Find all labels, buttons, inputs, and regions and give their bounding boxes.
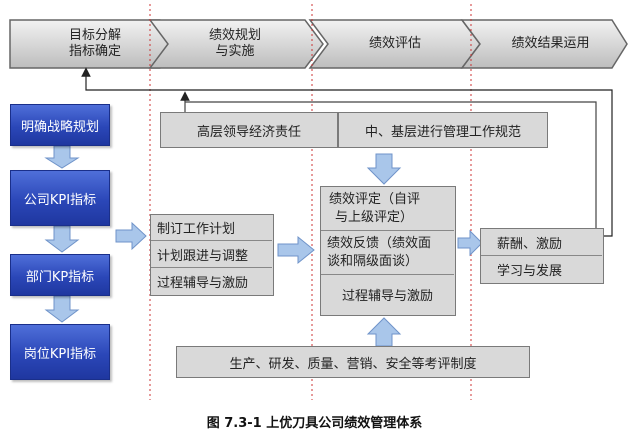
kpi-company-box: 公司KPI指标 xyxy=(10,170,110,226)
kpi-department-box: 部门KP指标 xyxy=(10,254,110,296)
plan-item-3: 过程辅导与激励 xyxy=(157,275,249,291)
eval-feedback-line1: 绩效反馈（绩效面 xyxy=(327,236,432,251)
right-arrow-eval-to-result xyxy=(457,229,483,257)
plan-list: 制订工作计划 计划跟进与调整 过程辅导与激励 xyxy=(150,214,274,296)
eval-assess-line1: 绩效评定（自评 xyxy=(329,192,421,207)
phase-2-line1: 绩效规划 xyxy=(208,28,261,43)
eval-panel: 绩效评定（自评 与上级评定） 绩效反馈（绩效面 谈和隔级面谈） 过程辅导与激励 xyxy=(320,186,456,316)
eval-assess-line2: 与上级评定） xyxy=(335,210,414,225)
kpi-down-arrow-1 xyxy=(44,145,80,169)
plan-item-2: 计划跟进与调整 xyxy=(151,241,272,268)
phase-label-4: 绩效结果运用 xyxy=(488,36,613,52)
phase-3-line1: 绩效评估 xyxy=(368,36,421,51)
eval-feedback: 绩效反馈（绩效面 谈和隔级面谈） xyxy=(321,231,454,275)
kpi-position-box: 岗位KPI指标 xyxy=(10,324,110,380)
plan-item-1: 制订工作计划 xyxy=(151,215,272,241)
phase-chevron-4 xyxy=(460,19,628,69)
phase-label-3: 绩效评估 xyxy=(335,36,455,52)
phase-label-1: 目标分解 指标确定 xyxy=(40,28,150,60)
bottom-assessment-system-box: 生产、研发、质量、营销、安全等考评制度 xyxy=(176,346,530,378)
phase-chevron-2 xyxy=(148,19,324,69)
phase-1-line1: 目标分解 xyxy=(68,28,121,43)
kpi-down-arrow-2 xyxy=(44,225,80,253)
feedback-loop-inner xyxy=(184,101,597,236)
result-list: 薪酬、激励 学习与发展 xyxy=(480,228,604,284)
right-arrow-plan-to-eval xyxy=(277,235,315,265)
phase-4-line1: 绩效结果运用 xyxy=(511,36,590,51)
kpi-strategy-box: 明确战略规划 xyxy=(10,104,110,146)
eval-feedback-line2: 谈和隔级面谈） xyxy=(327,254,419,269)
result-item-2: 学习与发展 xyxy=(497,263,563,279)
kpi-down-arrow-3 xyxy=(44,295,80,323)
phase-1-line2: 指标确定 xyxy=(68,44,121,59)
eval-coach: 过程辅导与激励 xyxy=(341,289,433,304)
phase-2-line2: 与实施 xyxy=(215,44,255,59)
phase-label-2: 绩效规划 与实施 xyxy=(175,28,295,60)
up-arrow-bottom-to-eval xyxy=(366,317,402,347)
result-item-1: 薪酬、激励 xyxy=(481,229,602,256)
down-arrow-top-to-eval xyxy=(366,153,402,185)
right-arrow-kpi-to-plan xyxy=(115,221,147,251)
eval-assess: 绩效评定（自评 与上级评定） xyxy=(321,187,454,231)
figure-caption: 图 7.3-1 上优刀具公司绩效管理体系 xyxy=(206,416,423,431)
top-left-responsibility-box: 高层领导经济责任 xyxy=(160,112,338,148)
top-right-norms-box: 中、基层进行管理工作规范 xyxy=(338,112,548,148)
